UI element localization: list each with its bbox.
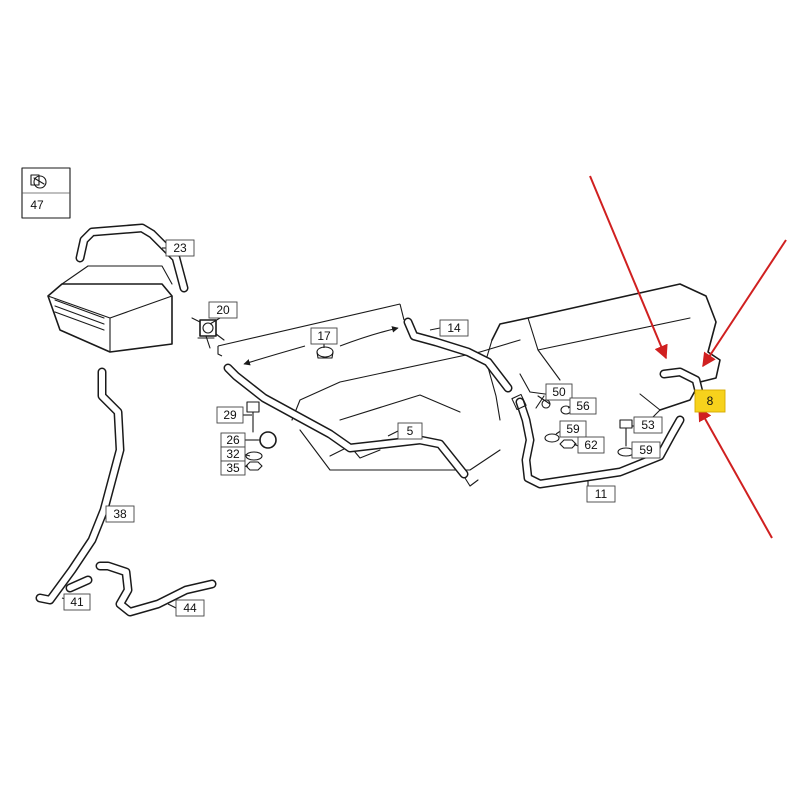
label-35: 35 <box>226 461 240 475</box>
hose-38 <box>35 367 125 605</box>
label-23: 23 <box>173 241 187 255</box>
label-26: 26 <box>226 433 240 447</box>
callout-50[interactable]: 50 <box>545 383 573 401</box>
hose-23 <box>75 223 189 293</box>
nut-35 <box>245 461 263 471</box>
leader-lines <box>61 247 636 609</box>
clip <box>511 393 527 411</box>
callout-62[interactable]: 62 <box>577 436 605 454</box>
valve-20 <box>191 317 225 349</box>
callout-35[interactable]: 35 <box>220 460 246 476</box>
callout-44[interactable]: 44 <box>175 599 205 617</box>
callout-17[interactable]: 17 <box>310 327 338 345</box>
nut-62 <box>559 439 577 449</box>
label-17: 17 <box>317 329 331 343</box>
label-14: 14 <box>447 321 461 335</box>
callout-labels: 47 23 20 17 14 29 26 32 <box>30 198 726 617</box>
callout-5[interactable]: 5 <box>397 422 423 440</box>
callout-59b[interactable]: 59 <box>631 441 661 459</box>
label-44: 44 <box>183 601 197 615</box>
callout-23[interactable]: 23 <box>165 239 195 257</box>
label-32: 32 <box>226 447 240 461</box>
label-29: 29 <box>223 408 237 422</box>
label-53: 53 <box>641 418 655 432</box>
hose-5 <box>223 363 469 479</box>
callout-11[interactable]: 11 <box>586 485 616 503</box>
callout-29[interactable]: 29 <box>216 406 244 424</box>
label-47: 47 <box>30 198 44 212</box>
label-59a: 59 <box>566 422 580 436</box>
label-56: 56 <box>576 399 590 413</box>
connector-41 <box>65 575 93 593</box>
bolt-29 <box>246 401 260 433</box>
callout-38[interactable]: 38 <box>105 505 135 523</box>
red-arrows <box>589 175 787 539</box>
washer-32 <box>245 451 263 461</box>
callout-53[interactable]: 53 <box>633 416 663 434</box>
hose-11 <box>515 397 685 489</box>
label-50: 50 <box>552 385 566 399</box>
hose-44 <box>95 561 217 617</box>
callout-14[interactable]: 14 <box>439 319 469 337</box>
callout-8[interactable]: 8 <box>694 389 726 413</box>
heater-core <box>47 265 173 353</box>
label-20: 20 <box>216 303 230 317</box>
label-59b: 59 <box>639 443 653 457</box>
callout-59a[interactable]: 59 <box>559 420 587 438</box>
callout-26[interactable]: 26 <box>220 432 246 448</box>
label-8: 8 <box>707 394 714 408</box>
reference-box-47 <box>21 167 71 219</box>
bolt-53 <box>619 419 633 447</box>
callout-47: 47 <box>30 198 44 212</box>
hose-8 <box>659 367 705 401</box>
hose-clamp-icon <box>30 174 47 189</box>
label-38: 38 <box>113 507 127 521</box>
callout-56[interactable]: 56 <box>569 397 597 415</box>
label-5: 5 <box>407 424 414 438</box>
label-11: 11 <box>595 487 608 501</box>
bracket-17 <box>316 346 334 359</box>
hose-14 <box>403 317 513 393</box>
callout-20[interactable]: 20 <box>208 301 238 319</box>
label-62: 62 <box>584 438 598 452</box>
label-41: 41 <box>70 595 84 609</box>
washer-59a <box>544 433 560 443</box>
callout-32[interactable]: 32 <box>220 446 246 462</box>
engine-outline <box>291 339 521 487</box>
callout-41[interactable]: 41 <box>63 593 91 611</box>
